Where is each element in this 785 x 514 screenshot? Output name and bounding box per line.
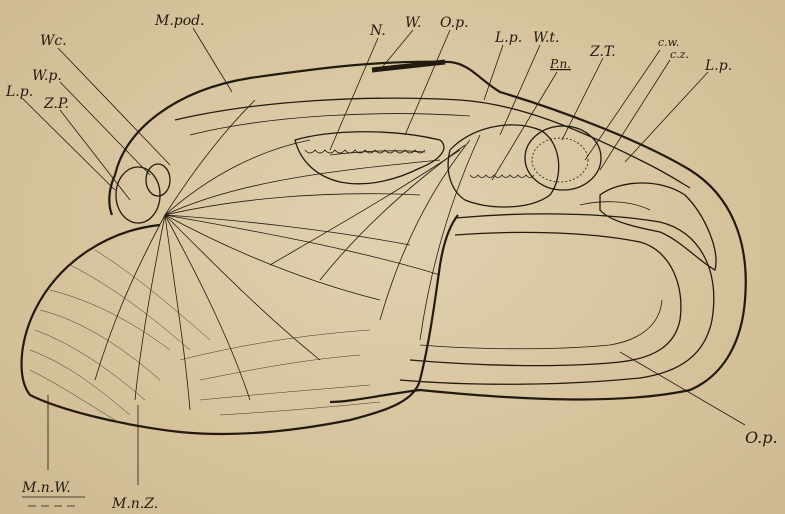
pallial-line-inner	[410, 232, 681, 365]
label-mnz: M.n.Z.	[111, 496, 158, 512]
label-pn: P.n.	[549, 57, 571, 71]
siphon-inner	[580, 202, 650, 210]
label-op-right: O.p.	[745, 428, 778, 447]
foot	[22, 215, 458, 434]
label-wc: Wc.	[40, 33, 67, 49]
visceral-frill	[470, 175, 534, 178]
adductor-muscle-inner	[146, 164, 170, 196]
visceral-mass	[448, 125, 559, 207]
foot-hatching	[30, 250, 380, 420]
pallial-line-3	[420, 300, 662, 349]
label-cz: c.z.	[670, 48, 689, 61]
leader-lines	[22, 28, 745, 485]
label-m-pod: M.pod.	[154, 13, 205, 29]
shell-outline	[109, 62, 745, 402]
gill-left	[295, 132, 444, 184]
dorsal-line	[175, 98, 690, 188]
label-wt: W.t.	[533, 30, 559, 46]
gonad-zt-inner	[532, 138, 588, 182]
label-lp-top: L.p.	[494, 30, 522, 46]
label-lp-right: L.p.	[704, 58, 732, 74]
label-zt: Z.T.	[589, 44, 616, 60]
label-n: N.	[369, 23, 386, 39]
siphon	[600, 183, 716, 270]
label-mnw: M.n.W.	[21, 480, 71, 496]
label-op-top: O.p.	[440, 15, 469, 31]
label-zp: Z.P.	[43, 96, 69, 112]
pallial-line-outer	[400, 214, 714, 384]
label-wp: W.p.	[32, 68, 62, 84]
label-lp-left: L.p.	[5, 84, 33, 100]
gonad-zt	[525, 126, 601, 190]
label-w: W.	[405, 15, 421, 31]
